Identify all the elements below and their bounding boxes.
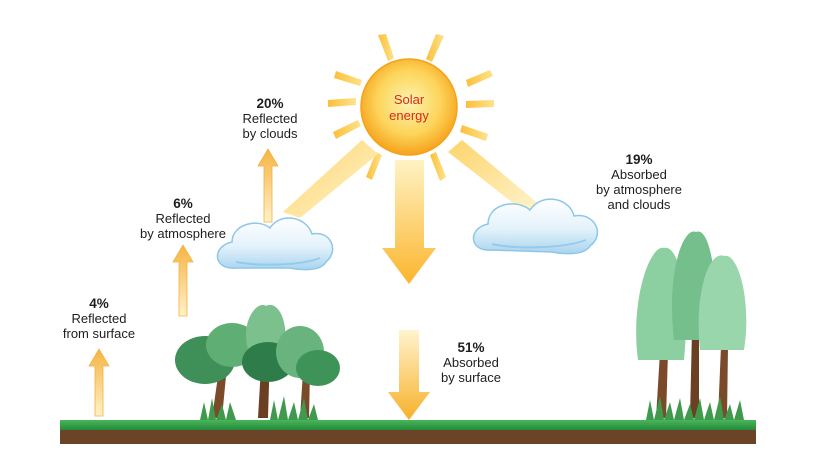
sun-down-beam	[382, 160, 436, 284]
label-absorbed-by-atmosphere: 19% Absorbed by atmosphere and clouds	[584, 152, 694, 212]
arrow-reflected-atmosphere	[172, 244, 194, 317]
sun-disc	[360, 58, 458, 156]
text-line: by atmosphere	[140, 226, 226, 241]
percent-absorbed-by-atmosphere: 19%	[625, 152, 653, 167]
text-line: Reflected	[155, 211, 211, 226]
text-line: Absorbed	[611, 167, 667, 182]
arrow-absorbed-surface	[388, 330, 430, 420]
text-line: by surface	[441, 370, 501, 385]
cloud-left	[216, 217, 334, 271]
trees-right	[636, 231, 747, 420]
percent-reflected-by-clouds: 20%	[256, 96, 284, 111]
text-line: by atmosphere	[596, 182, 682, 197]
trees-left	[175, 304, 340, 420]
sun-label-line1: Solar	[393, 92, 425, 107]
text-line: Reflected	[71, 311, 127, 326]
label-reflected-from-surface: 4% Reflected from surface	[44, 296, 154, 341]
sun-rays	[328, 34, 494, 181]
sun-label: Solar energy	[366, 92, 452, 124]
cloud-right	[472, 198, 599, 255]
text-line: Absorbed	[443, 355, 499, 370]
label-reflected-by-clouds: 20% Reflected by clouds	[222, 96, 318, 141]
beam-to-left-cloud	[283, 140, 378, 218]
ground	[60, 420, 756, 444]
text-line: and clouds	[607, 197, 671, 212]
percent-reflected-by-atmosphere: 6%	[173, 196, 193, 211]
arrow-reflected-surface	[88, 348, 110, 417]
arrow-reflected-clouds	[257, 148, 279, 223]
text-line: by clouds	[242, 126, 298, 141]
text-line: Reflected	[242, 111, 298, 126]
sun-label-line2: energy	[389, 108, 429, 123]
label-reflected-by-atmosphere: 6% Reflected by atmosphere	[128, 196, 238, 241]
text-line: from surface	[62, 326, 136, 341]
beam-to-right-cloud	[448, 140, 540, 214]
percent-reflected-from-surface: 4%	[89, 296, 109, 311]
label-absorbed-by-surface: 51% Absorbed by surface	[424, 340, 518, 385]
percent-absorbed-by-surface: 51%	[457, 340, 485, 355]
